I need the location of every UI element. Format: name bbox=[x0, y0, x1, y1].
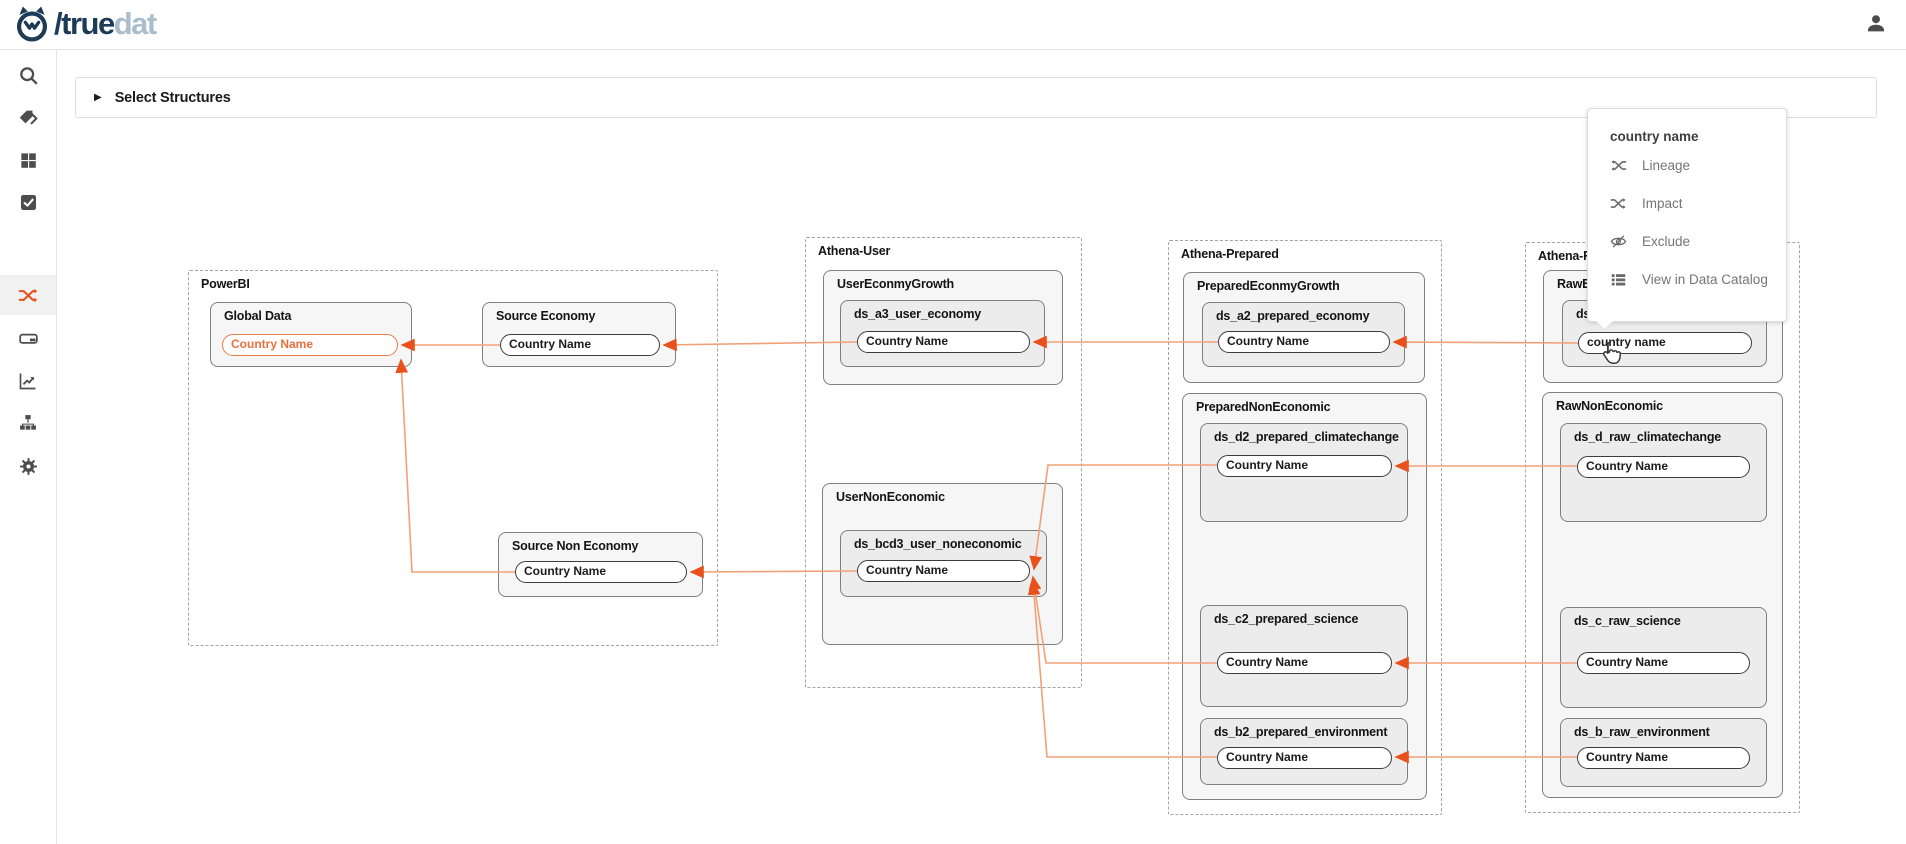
logo-wordmark: /truedat bbox=[54, 6, 157, 41]
field-ds-a3-country-name[interactable]: Country Name bbox=[857, 331, 1030, 353]
menu-item-impact[interactable]: Impact bbox=[1588, 184, 1786, 222]
field-global-data-country-name[interactable]: Country Name bbox=[222, 334, 398, 356]
exclude-icon bbox=[1610, 233, 1627, 250]
context-menu-title: country name bbox=[1610, 129, 1699, 144]
node-label: UserEconmyGrowth bbox=[837, 277, 954, 291]
dataset-label: ds_c2_prepared_science bbox=[1214, 612, 1359, 626]
group-label: Athena-User bbox=[818, 244, 891, 258]
menu-item-label: View in Data Catalog bbox=[1642, 271, 1768, 287]
sidebar bbox=[0, 50, 57, 844]
field-ds-c2-country-name[interactable]: Country Name bbox=[1217, 652, 1392, 674]
grid-icon bbox=[19, 151, 38, 170]
field-source-non-economy-country-name[interactable]: Country Name bbox=[515, 561, 687, 583]
dataset-label: ds_a2_prepared_economy bbox=[1216, 309, 1370, 323]
catalog-icon bbox=[1610, 271, 1627, 288]
menu-item-label: Exclude bbox=[1642, 233, 1691, 249]
node-label: Source Economy bbox=[496, 309, 596, 323]
app-header: /truedat bbox=[0, 0, 1906, 50]
tag-icon bbox=[18, 108, 39, 129]
dataset-label: ds_d2_prepared_climatechange bbox=[1214, 430, 1399, 444]
shuffle-icon bbox=[18, 285, 39, 306]
search-icon bbox=[18, 65, 39, 86]
sidebar-item-tags[interactable] bbox=[0, 98, 56, 138]
checkbox-icon bbox=[19, 193, 38, 212]
field-ds-b2-country-name[interactable]: Country Name bbox=[1217, 747, 1392, 769]
lineage-icon bbox=[1610, 157, 1627, 174]
field-ds-raw-economy-country-name[interactable]: country name bbox=[1578, 332, 1752, 354]
owl-logo-icon bbox=[12, 4, 52, 44]
group-label: Athena-Prepared bbox=[1181, 247, 1279, 261]
field-context-menu: country name Lineage Impact bbox=[1587, 108, 1787, 322]
gear-icon bbox=[19, 457, 38, 476]
chart-icon bbox=[18, 371, 38, 391]
dataset-label: ds_d_raw_climatechange bbox=[1574, 430, 1722, 444]
field-ds-c-raw-country-name[interactable]: Country Name bbox=[1577, 652, 1750, 674]
node-label: PreparedNonEconomic bbox=[1196, 400, 1331, 414]
sidebar-item-settings[interactable] bbox=[0, 446, 56, 486]
impact-icon bbox=[1610, 195, 1627, 212]
sidebar-item-dashboards[interactable] bbox=[0, 140, 56, 180]
sidebar-item-reports[interactable] bbox=[0, 361, 56, 401]
drive-icon bbox=[18, 328, 39, 349]
menu-item-exclude[interactable]: Exclude bbox=[1588, 222, 1786, 260]
field-ds-d-raw-country-name[interactable]: Country Name bbox=[1577, 456, 1750, 478]
group-athena-user[interactable]: Athena-User bbox=[805, 237, 1082, 688]
field-ds-a2-country-name[interactable]: Country Name bbox=[1218, 331, 1390, 353]
node-label: PreparedEconmyGrowth bbox=[1197, 279, 1340, 293]
field-ds-bcd3-country-name[interactable]: Country Name bbox=[857, 560, 1030, 582]
sitemap-icon bbox=[18, 413, 38, 433]
node-label: UserNonEconomic bbox=[836, 490, 945, 504]
dataset-label: ds_b_raw_environment bbox=[1574, 725, 1710, 739]
field-ds-d2-country-name[interactable]: Country Name bbox=[1217, 455, 1392, 477]
collapse-caret-icon: ▶ bbox=[94, 92, 102, 103]
select-structures-label: Select Structures bbox=[114, 89, 231, 106]
group-label: Athena-Ra bbox=[1538, 249, 1599, 263]
user-icon[interactable] bbox=[1864, 12, 1888, 36]
sidebar-item-lineage[interactable] bbox=[0, 275, 56, 315]
dataset-label: ds_b2_prepared_environment bbox=[1214, 725, 1388, 739]
menu-item-label: Lineage bbox=[1642, 157, 1691, 173]
node-label: Source Non Economy bbox=[512, 539, 639, 553]
sidebar-item-quality[interactable] bbox=[0, 182, 56, 222]
group-label: PowerBI bbox=[201, 277, 250, 291]
sidebar-item-taxonomy[interactable] bbox=[0, 403, 56, 443]
node-label: RawNonEconomic bbox=[1556, 399, 1663, 413]
sidebar-item-systems[interactable] bbox=[0, 318, 56, 358]
menu-item-label: Impact bbox=[1642, 195, 1683, 211]
sidebar-item-search[interactable] bbox=[0, 55, 56, 95]
truedat-logo[interactable]: /truedat bbox=[12, 4, 157, 44]
field-source-economy-country-name[interactable]: Country Name bbox=[500, 334, 660, 356]
dataset-label: ds_bcd3_user_noneconomic bbox=[854, 537, 1022, 551]
group-powerbi[interactable]: PowerBI bbox=[188, 270, 718, 646]
menu-item-lineage[interactable]: Lineage bbox=[1588, 146, 1786, 184]
dataset-label: ds_a3_user_economy bbox=[854, 307, 982, 321]
node-label: Global Data bbox=[224, 309, 292, 323]
dataset-label: ds_c_raw_science bbox=[1574, 614, 1681, 628]
menu-item-view-in-data-catalog[interactable]: View in Data Catalog bbox=[1588, 260, 1786, 298]
field-ds-b-raw-country-name[interactable]: Country Name bbox=[1577, 747, 1750, 769]
select-structures-panel[interactable]: ▶ Select Structures bbox=[75, 77, 1877, 118]
